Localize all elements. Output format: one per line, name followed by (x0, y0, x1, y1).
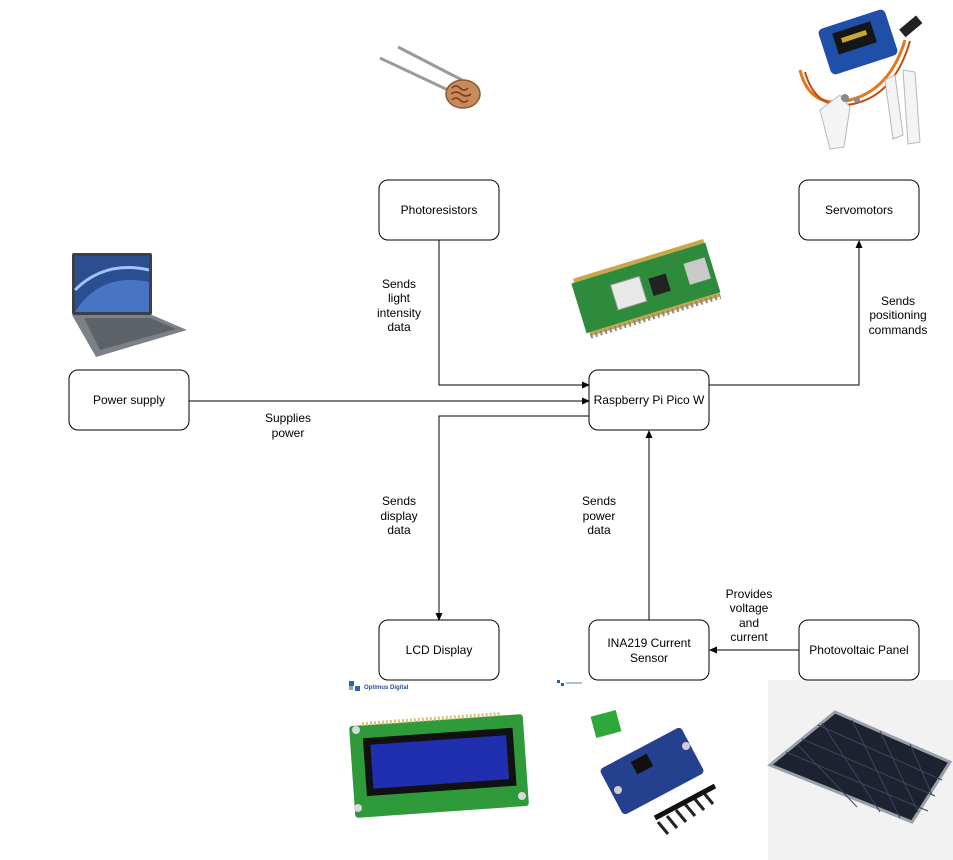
pico-board-picture (570, 239, 721, 337)
edge-label-voltage-current: Provides voltage and current (726, 587, 773, 644)
edge-pico-to-lcd (439, 416, 589, 620)
photoresistor-picture (380, 47, 480, 108)
edge-label-line: data (387, 320, 411, 334)
edge-label-line: current (730, 630, 768, 644)
ina219-picture (557, 680, 715, 834)
node-power-supply: Power supply (69, 370, 189, 430)
laptop-picture (72, 253, 187, 357)
node-servomotors: Servomotors (799, 180, 919, 240)
node-power-supply-label: Power supply (93, 393, 165, 407)
lcd-brand-text: Optimus Digital (364, 685, 409, 691)
edge-label-line: power (272, 426, 305, 440)
edge-label-line: intensity (377, 306, 421, 320)
edge-label-positioning: Sends positioning commands (869, 294, 928, 337)
edge-label-line: Sends (881, 294, 915, 308)
optimus-logo: Optimus Digital (349, 681, 409, 691)
edge-photoresistors-to-pico (439, 240, 589, 385)
edge-label-line: Sends (382, 277, 416, 291)
edge-label-line: Supplies (265, 411, 311, 425)
edge-label-display-data: Sends display data (380, 494, 417, 537)
edge-label-line: and (739, 616, 759, 630)
edge-label-line: Provides (726, 587, 773, 601)
lcd-picture: Optimus Digital (349, 681, 529, 818)
edge-label-line: Sends (582, 494, 616, 508)
edge-label-line: display (380, 509, 417, 523)
edge-label-power-data: Sends power data (582, 494, 616, 537)
servomotor-picture (800, 8, 922, 149)
node-pico-label: Raspberry Pi Pico W (594, 393, 705, 407)
optimus-logo-small (557, 680, 582, 686)
edge-label-line: power (583, 509, 616, 523)
edge-label-line: data (387, 523, 411, 537)
edge-label-light-intensity: Sends light intensity data (377, 277, 421, 334)
edge-label-line: data (587, 523, 611, 537)
node-ina219-label-line1: INA219 Current (607, 636, 691, 650)
edge-label-line: positioning (869, 308, 926, 322)
edge-label-supplies-power: Supplies power (265, 411, 311, 440)
node-photoresistors-label: Photoresistors (401, 203, 478, 217)
edge-label-line: commands (869, 323, 928, 337)
edge-label-line: voltage (730, 601, 769, 615)
node-lcd: LCD Display (379, 620, 499, 680)
edge-label-line: Sends (382, 494, 416, 508)
node-pv-panel: Photovoltaic Panel (799, 620, 919, 680)
edge-pico-to-servomotors (709, 241, 859, 385)
node-ina219-label-line2: Sensor (630, 651, 668, 665)
node-ina219: INA219 Current Sensor (589, 620, 709, 680)
node-photoresistors: Photoresistors (379, 180, 499, 240)
node-lcd-label: LCD Display (406, 643, 473, 657)
node-pico: Raspberry Pi Pico W (589, 370, 709, 430)
solar-panel-picture (768, 680, 953, 860)
node-servomotors-label: Servomotors (825, 203, 893, 217)
node-pv-panel-label: Photovoltaic Panel (809, 643, 908, 657)
edge-label-line: light (388, 291, 411, 305)
